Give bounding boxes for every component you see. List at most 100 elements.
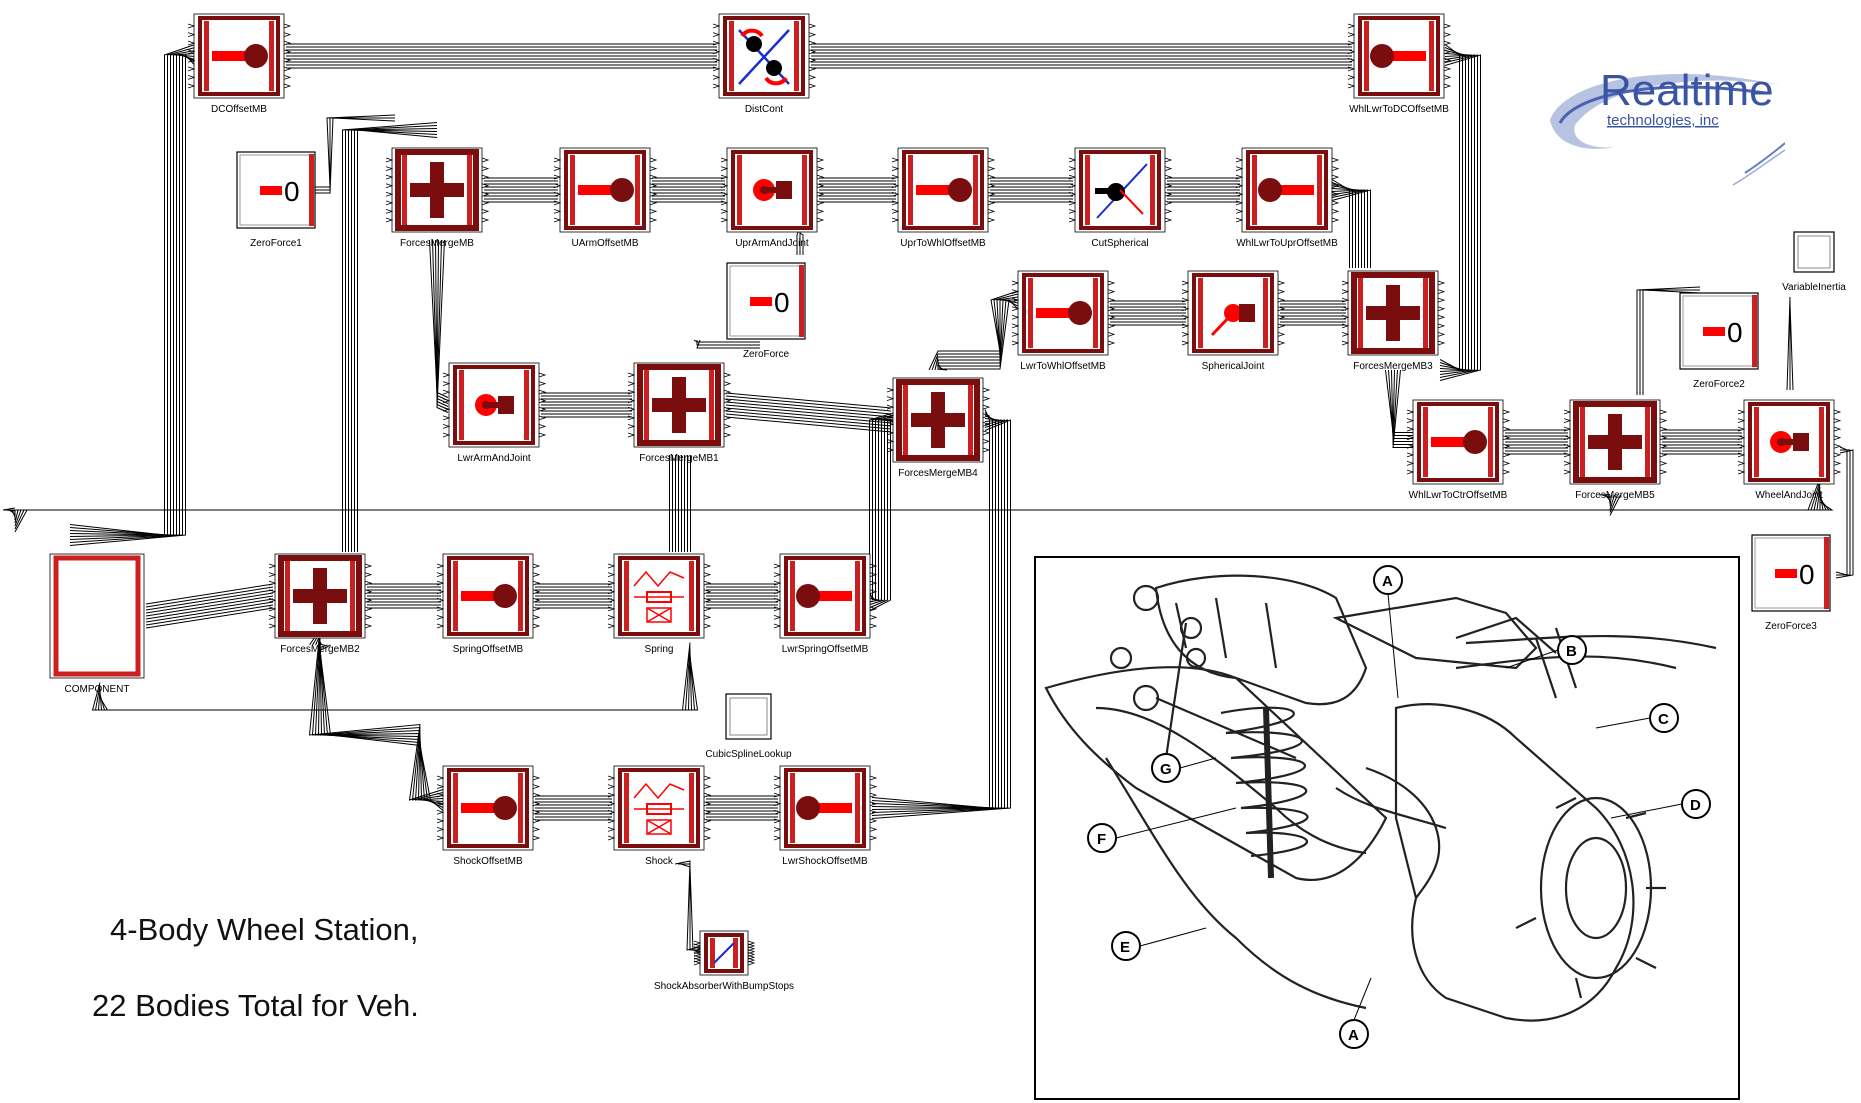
block-whllwrtodcoffsetmb[interactable]: WhlLwrToDCOffsetMB	[1347, 13, 1452, 115]
svg-text:A: A	[1382, 573, 1393, 590]
callout-E: E	[1111, 927, 1207, 961]
block-uarmoffsetmb[interactable]: UArmOffsetMB	[553, 147, 658, 249]
wire	[69, 54, 196, 537]
block-forcesmergemb[interactable]: ForcesMergeMB	[385, 147, 490, 249]
svg-text:D: D	[1690, 797, 1701, 814]
wire	[1609, 494, 1612, 507]
block-sphericaljoint[interactable]: SphericalJoint	[1181, 270, 1286, 372]
block-variableinertia[interactable]: VariableInertia	[1782, 231, 1846, 293]
wire	[354, 129, 438, 552]
block-uprtowhloffsetmb[interactable]: UprToWhlOffsetMB	[891, 147, 996, 249]
block-cubicsplinelookup[interactable]: CubicSplineLookup	[705, 693, 792, 760]
wire	[725, 401, 892, 418]
block-uprarmandjoint[interactable]: UprArmAndJoint	[720, 147, 825, 249]
wire	[1835, 449, 1854, 579]
block-lwrtowhloffsetmb[interactable]: LwrToWhlOffsetMB	[1011, 270, 1116, 372]
wire	[871, 419, 1011, 819]
wire	[1331, 189, 1368, 268]
wire	[94, 645, 691, 711]
block-cutspherical[interactable]: CutSpherical	[1068, 147, 1173, 249]
block-label: WhlLwrToCtrOffsetMB	[1409, 490, 1508, 501]
wire	[1609, 494, 1621, 516]
wire	[725, 410, 892, 427]
block-whllwrtouproffsetmb[interactable]: WhlLwrToUprOffsetMB	[1235, 147, 1340, 249]
wire	[1789, 302, 1794, 391]
wire	[680, 863, 701, 954]
block-label: ForcesMergeMB3	[1353, 361, 1433, 372]
wire	[69, 44, 196, 536]
wire	[145, 598, 274, 620]
wire	[145, 604, 274, 626]
block-shockoffsetmb[interactable]: ShockOffsetMB	[436, 765, 541, 867]
block-whllwrtoctroffsetmb[interactable]: WhlLwrToCtrOffsetMB	[1406, 399, 1511, 501]
wire	[1835, 446, 1848, 576]
block-label: Shock	[645, 856, 674, 867]
block-shock[interactable]: Shock	[607, 765, 712, 867]
wire	[1331, 179, 1350, 268]
block-springoffsetmb[interactable]: SpringOffsetMB	[436, 553, 541, 655]
block-label: Spring	[645, 644, 674, 655]
wire	[14, 501, 1834, 533]
wire	[1392, 369, 1413, 442]
block-label: ForcesMergeMB2	[280, 644, 360, 655]
wire	[1642, 289, 1701, 395]
wire	[319, 644, 444, 811]
wire	[351, 129, 438, 552]
callout-C: C	[1595, 703, 1679, 733]
block-forcesmergemb2[interactable]: ForcesMergeMB2	[268, 553, 373, 655]
block-label: ForcesMergeMB1	[639, 453, 719, 464]
block-label: ZeroForce	[743, 349, 790, 360]
block-shockabsorberwithbumpstops[interactable]: ShockAbsorberWithBumpStops	[654, 930, 794, 992]
zero-value: 0	[284, 176, 300, 207]
wire	[145, 589, 274, 611]
block-label: ForcesMergeMB5	[1575, 490, 1655, 501]
wire	[1439, 47, 1463, 371]
block-label: CubicSplineLookup	[705, 749, 792, 760]
wire	[725, 392, 892, 409]
block-label: WhlLwrToUprOffsetMB	[1236, 238, 1338, 249]
callout-D: D	[1610, 789, 1711, 819]
block-forcesmergemb5[interactable]: ForcesMergeMB5	[1563, 399, 1668, 501]
wire	[14, 498, 1831, 530]
wire	[1331, 189, 1362, 268]
wire	[99, 654, 696, 711]
block-label: LwrShockOffsetMB	[782, 856, 868, 867]
block-label: ShockAbsorberWithBumpStops	[654, 981, 794, 992]
wire	[5, 480, 1821, 512]
wire	[311, 632, 444, 801]
block-spring[interactable]: Spring	[607, 553, 712, 655]
wire	[1392, 369, 1413, 445]
wire	[871, 415, 996, 809]
block-forcesmergemb3[interactable]: ForcesMergeMB3	[1341, 270, 1446, 372]
block-forcesmergemb4[interactable]: ForcesMergeMB4	[886, 377, 991, 479]
wire	[871, 412, 993, 809]
wire	[871, 418, 999, 809]
svg-text:E: E	[1120, 939, 1130, 956]
wire	[1331, 188, 1359, 268]
block-dcoffsetmb[interactable]: DCOffsetMB	[187, 13, 292, 115]
wire	[696, 340, 760, 346]
suspension-illustration: A B C D E	[1034, 556, 1740, 1100]
wire	[145, 601, 274, 623]
wire	[1331, 185, 1356, 268]
block-lwrshockoffsetmb[interactable]: LwrShockOffsetMB	[773, 765, 878, 867]
wire	[69, 53, 196, 546]
wire	[1439, 54, 1478, 378]
block-label: UprArmAndJoint	[735, 238, 809, 249]
block-label: ForcesMergeMB	[400, 238, 474, 249]
block-wheelandjoint[interactable]: WheelAndJoint	[1737, 399, 1842, 501]
wire	[91, 642, 691, 711]
block-lwrarmandjoint[interactable]: LwrArmAndJoint	[442, 362, 547, 464]
wire	[871, 419, 1005, 813]
block-forcesmergemb1[interactable]: ForcesMergeMB1	[627, 362, 732, 464]
wire	[693, 339, 760, 343]
block-component[interactable]: COMPONENT	[49, 553, 145, 695]
wire	[145, 586, 274, 608]
block-lwrspringoffsetmb[interactable]: LwrSpringOffsetMB	[773, 553, 878, 655]
block-distcont[interactable]: DistCont	[712, 13, 817, 115]
zero-value: 0	[1727, 317, 1743, 348]
